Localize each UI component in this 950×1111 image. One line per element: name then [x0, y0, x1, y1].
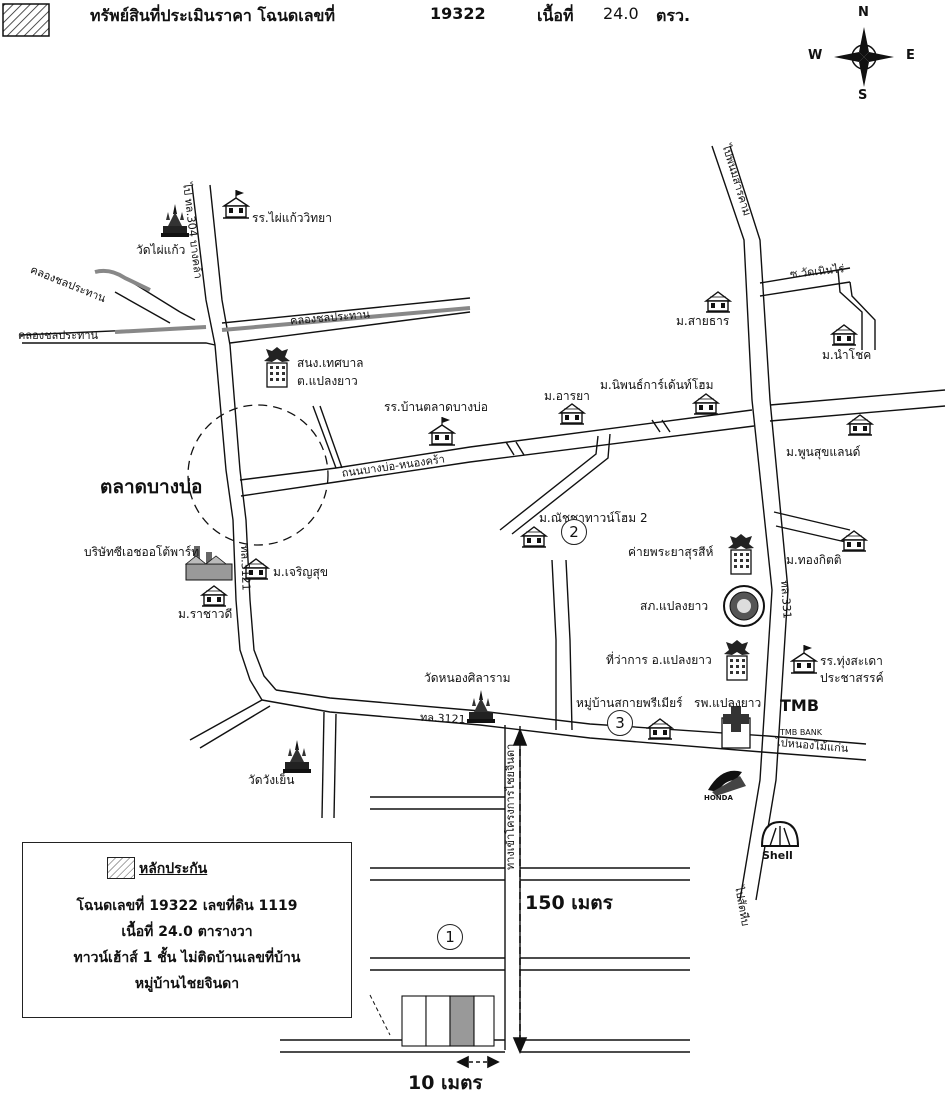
place-district-office: ที่ว่าการ อ.แปลงยาว	[606, 653, 712, 667]
place-m-rachawadi: ม.ราชาวดี	[178, 607, 233, 621]
measure-arrows	[456, 727, 528, 1069]
govt-icon-municipality	[263, 346, 291, 388]
collateral-legend-swatch	[2, 3, 50, 37]
temple-icon-nong-sila	[467, 690, 495, 723]
header-title: ทรัพย์สินที่ประเมินราคา โฉนดเลขที่	[90, 6, 336, 25]
canal-label-2: คลองชลประทาน	[18, 329, 99, 342]
header-area-value: 24.0	[603, 4, 639, 23]
place-municipality-2: ต.แปลงยาว	[297, 374, 358, 388]
place-m-charoensuk: ม.เจริญสุข	[273, 565, 329, 579]
road-breaks	[505, 419, 671, 456]
place-m-araya: ม.อารยา	[544, 389, 590, 403]
govt-icon-district-office	[723, 639, 751, 681]
govt-icon-camp	[727, 533, 755, 575]
place-police: สภ.แปลงยาว	[640, 599, 709, 613]
house-icon-phunsuk	[847, 414, 873, 436]
house-icon-saithan	[705, 291, 731, 313]
house-icon-rachawadi	[201, 585, 227, 607]
place-school-thung-1: รร.ทุ่งสะเดา	[820, 654, 883, 668]
school-icon-thung-sadao	[790, 645, 818, 674]
place-m-thongkitti: ม.ทองกิตติ	[786, 553, 842, 567]
header-area-unit: ตรว.	[656, 6, 691, 25]
place-m-saithan: ม.สายธาร	[676, 314, 730, 328]
legend-line-2: เนื้อที่ 24.0 ตารางวา	[121, 924, 253, 940]
place-municipality-1: สนง.เทศบาล	[297, 356, 364, 370]
police-icon	[723, 585, 765, 627]
house-icon-thongkitti	[841, 530, 867, 552]
place-camp-phraya: ค่ายพระยาสุรสีห์	[628, 545, 714, 559]
place-school-thung-2: ประชาสรรค์	[820, 671, 884, 685]
road-label-331: ทล.331	[778, 579, 794, 620]
place-m-niphon: ม.นิพนธ์การ์เด้นท์โฮม	[600, 378, 714, 392]
house-icon-namchok	[831, 324, 857, 346]
place-m-namchok: ม.นำโชค	[822, 348, 872, 362]
honda-icon	[708, 770, 746, 796]
measure-150m: 150 เมตร	[525, 892, 613, 914]
place-cg-factory: บริษัทซีเอชออโต้พาร์ท	[84, 545, 200, 559]
marker-3: 3	[607, 710, 633, 736]
legend-title: หลักประกัน	[139, 861, 208, 877]
road-network	[19, 145, 946, 1053]
marker-1: 1	[437, 924, 463, 950]
place-shell: Shell	[762, 849, 793, 862]
school-icon-talat-bangbo	[428, 417, 456, 446]
canal-lines	[94, 268, 471, 334]
compass-n: N	[858, 5, 869, 20]
header-deed-number: 19322	[430, 4, 486, 23]
legend-line-3: ทาวน์เฮ้าส์ 1 ชั้น ไม่ติดบ้านเลขที่บ้าน	[73, 950, 301, 966]
place-school-talat-bangbo: รร.บ้านตลาดบางบ่อ	[384, 400, 488, 414]
place-wat-phai-kaew: วัดไผ่แก้ว	[136, 243, 186, 257]
place-school-phai-kaew: รร.ไผ่แก้ววิทยา	[252, 211, 332, 225]
factory-icon	[184, 546, 233, 581]
place-wat-nong-sila: วัดหนองศิลาราม	[424, 671, 511, 685]
house-icon-natcha	[521, 526, 547, 548]
place-honda: HONDA	[704, 794, 733, 802]
marker-2: 2	[561, 519, 587, 545]
place-hospital: รพ.แปลงยาว	[694, 696, 762, 710]
place-talat-bangbo: ตลาดบางบ่อ	[100, 476, 203, 498]
place-m-phunsuk: ม.พูนสุขแลนด์	[786, 445, 861, 459]
measure-10m: 10 เมตร	[408, 1072, 483, 1094]
townhouse-row	[369, 994, 495, 1047]
road-label-3121-upper: ทล.3121	[238, 544, 253, 591]
compass-w: W	[808, 48, 823, 63]
compass-e: E	[906, 48, 915, 63]
legend-swatch	[107, 857, 135, 879]
road-label-chaijinda: ทางเข้าโครงการไชยจินดา	[504, 743, 517, 870]
place-wat-wang-yen: วัดวังเย็น	[248, 773, 295, 787]
legend-line-1: โฉนดเลขที่ 19322 เลขที่ดิน 1119	[76, 898, 298, 914]
compass-icon	[834, 27, 894, 87]
hospital-icon	[721, 706, 751, 749]
collateral-legend-box: หลักประกัน โฉนดเลขที่ 19322 เลขที่ดิน 11…	[22, 842, 352, 1018]
house-icon-premier	[647, 718, 673, 740]
place-tmb-bank: TMB BANK	[780, 728, 823, 737]
market-area-circle	[187, 404, 329, 546]
legend-line-4: หมู่บ้านไชยจินดา	[134, 976, 240, 992]
place-m-natcha: ม.ณัชชาทาวน์โฮม 2	[539, 511, 648, 525]
house-icon-niphon	[693, 393, 719, 415]
place-village-premier: หมู่บ้านสกายพรีเมียร์	[576, 696, 683, 710]
compass-s: S	[858, 88, 868, 103]
temple-icon-wang-yen	[283, 740, 311, 773]
place-tmb: TMB	[780, 696, 820, 715]
shell-icon	[760, 820, 800, 847]
house-icon-araya	[559, 403, 585, 425]
header-area-label: เนื้อที่	[537, 6, 574, 25]
road-label-3121-lower: ทล.3121	[419, 710, 466, 727]
school-icon-phai-kaew	[222, 190, 250, 219]
